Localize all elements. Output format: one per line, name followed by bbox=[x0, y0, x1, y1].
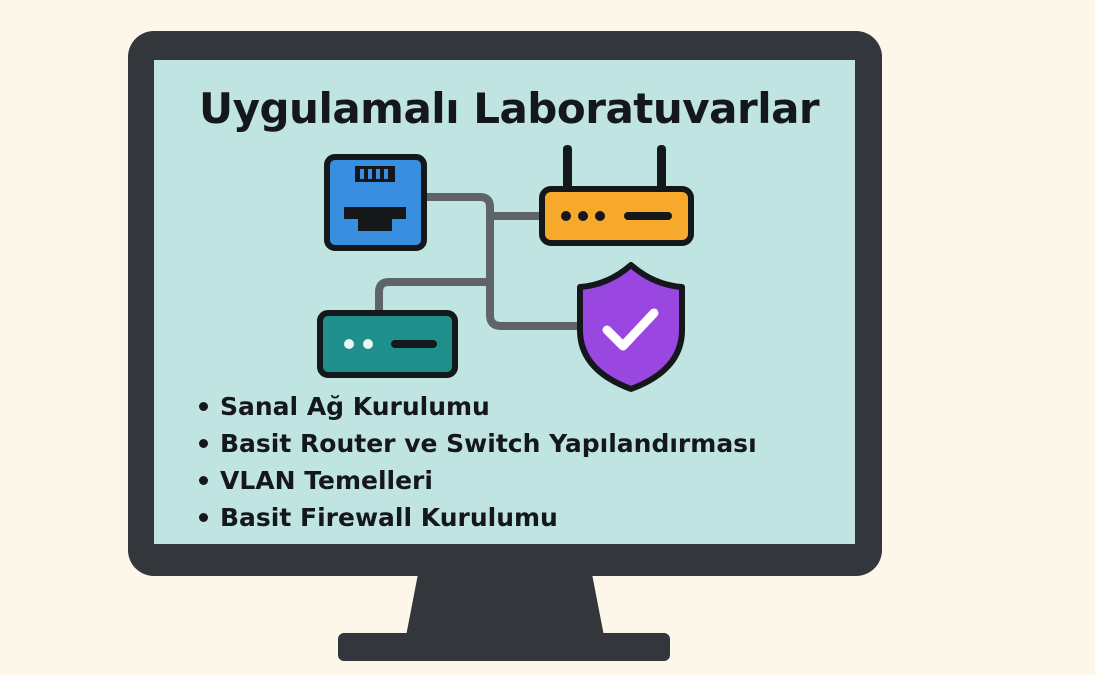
monitor-base bbox=[338, 633, 670, 661]
bullet-icon bbox=[199, 402, 208, 411]
list-item: Basit Firewall Kurulumu bbox=[197, 499, 757, 536]
topic-label: Basit Router ve Switch Yapılandırması bbox=[220, 429, 757, 458]
topic-label: Basit Firewall Kurulumu bbox=[220, 503, 558, 532]
monitor-neck bbox=[406, 574, 604, 636]
list-item: Sanal Ağ Kurulumu bbox=[197, 388, 757, 425]
network-switch-icon bbox=[317, 310, 458, 378]
ethernet-port-icon bbox=[324, 154, 427, 251]
network-diagram bbox=[317, 145, 694, 392]
wifi-router-icon bbox=[539, 145, 694, 246]
cable-port-to-router bbox=[422, 193, 548, 220]
page-title: Uygulamalı Laboratuvarlar bbox=[199, 84, 820, 133]
monitor-screen bbox=[154, 60, 855, 544]
bullet-icon bbox=[199, 476, 208, 485]
list-item: Basit Router ve Switch Yapılandırması bbox=[197, 425, 757, 462]
bullet-icon bbox=[199, 513, 208, 522]
topic-label: VLAN Temelleri bbox=[220, 466, 433, 495]
shield-check-icon bbox=[577, 262, 685, 392]
list-item: VLAN Temelleri bbox=[197, 462, 757, 499]
network-cables bbox=[375, 193, 588, 330]
cable-switch-to-hub bbox=[375, 278, 494, 322]
topic-label: Sanal Ağ Kurulumu bbox=[220, 392, 490, 421]
cable-router-to-shield bbox=[486, 212, 588, 330]
topic-list: Sanal Ağ Kurulumu Basit Router ve Switch… bbox=[197, 388, 757, 536]
bullet-icon bbox=[199, 439, 208, 448]
